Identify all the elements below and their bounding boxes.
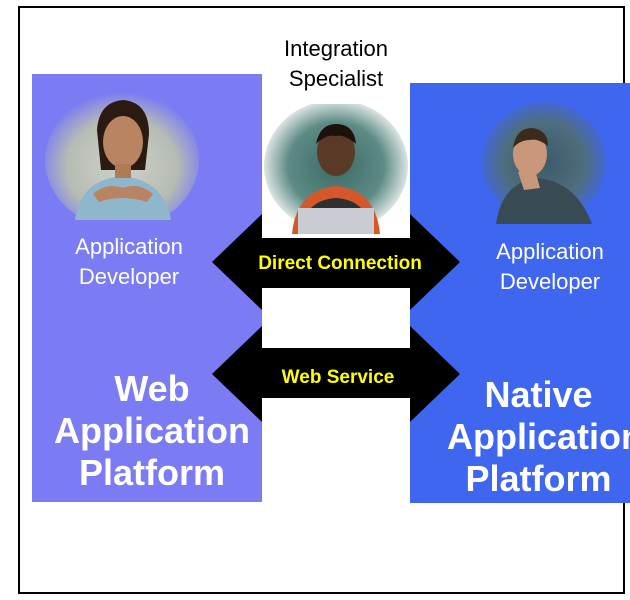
integration-title-text: Integration Specialist (284, 36, 388, 91)
woman-portrait-icon (45, 90, 200, 220)
web-developer-label: Application Developer (75, 234, 183, 289)
native-platform-label: Native Application Platform (447, 374, 630, 499)
integration-specialist-title: Integration Specialist (258, 34, 414, 94)
native-developer-label: Application Developer (496, 239, 604, 294)
man-portrait-icon (482, 102, 606, 224)
web-service-arrow (212, 326, 460, 422)
web-platform-label: Web Application Platform (54, 368, 250, 493)
direct-connection-arrow (212, 214, 460, 310)
web-service-label: Web Service (281, 367, 395, 388)
person-laptop-portrait-icon (264, 104, 408, 234)
direct-connection-label: Direct Connection (258, 253, 422, 274)
